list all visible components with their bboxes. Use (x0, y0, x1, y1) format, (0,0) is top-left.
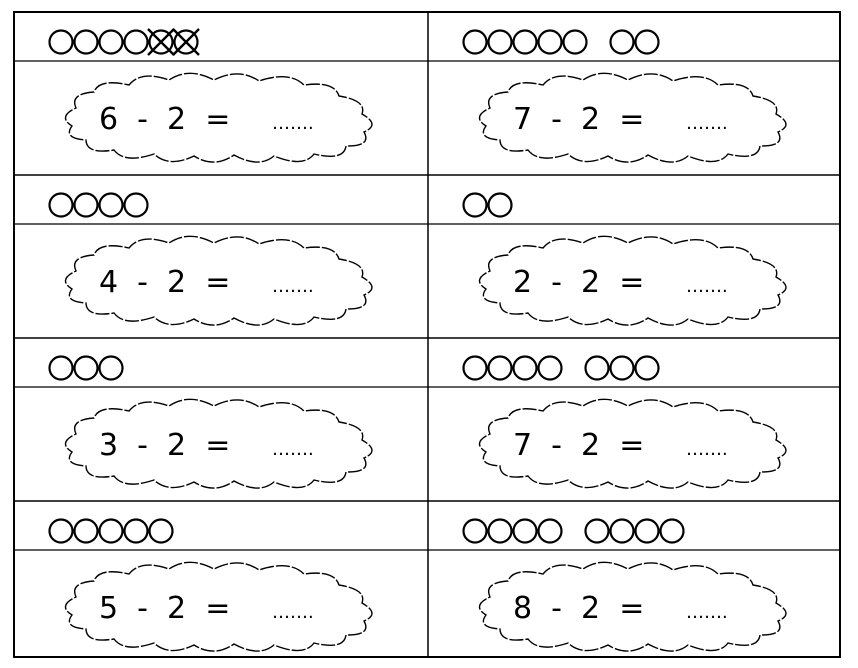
answer-blank[interactable]: ……. (272, 276, 314, 297)
equation-text: 6 - 2 = (99, 102, 230, 137)
counting-circle (98, 29, 124, 55)
outer-border (13, 11, 841, 658)
answer-blank[interactable]: ……. (686, 439, 728, 460)
counting-circle (462, 29, 488, 55)
cloud-outline (64, 398, 373, 489)
counting-circles (48, 28, 200, 56)
answer-blank[interactable]: ……. (686, 113, 728, 134)
counting-circle (148, 29, 174, 55)
cloud-outline (64, 561, 373, 652)
counting-circle (487, 192, 513, 218)
cross-mark (172, 28, 200, 56)
cloud-outline (478, 72, 787, 163)
counting-circle (462, 192, 488, 218)
counting-circle (48, 29, 74, 55)
equation-text: 2 - 2 = (513, 265, 644, 300)
counting-circle (48, 192, 74, 218)
counting-circles (462, 192, 513, 218)
counting-circle (98, 355, 124, 381)
counting-circle (148, 518, 174, 544)
counting-circles (462, 355, 660, 381)
counting-circle (537, 355, 563, 381)
cloud-outline (478, 561, 787, 652)
worksheet-cells: 6 - 2 = ……. 7 - 2 = ……. 4 - 2 = ……. 2 - 2 = …….… (48, 28, 787, 652)
counting-circle (584, 518, 610, 544)
counting-circle (609, 29, 635, 55)
counting-circle (634, 355, 660, 381)
counting-circle (48, 518, 74, 544)
equation-text: 7 - 2 = (513, 428, 644, 463)
answer-blank[interactable]: ……. (272, 113, 314, 134)
exercise-cell: 2 - 2 = ……. (462, 192, 787, 326)
cloud-outline (64, 235, 373, 326)
counting-circle (462, 355, 488, 381)
counting-circles (462, 29, 660, 55)
counting-circle (609, 355, 635, 381)
equation-text: 7 - 2 = (513, 102, 644, 137)
exercise-cell: 8 - 2 = ……. (462, 518, 787, 652)
counting-circle (173, 29, 199, 55)
counting-circle (123, 192, 149, 218)
answer-blank[interactable]: ……. (686, 276, 728, 297)
counting-circle (73, 29, 99, 55)
counting-circle (659, 518, 685, 544)
answer-blank[interactable]: ……. (686, 602, 728, 623)
counting-circle (537, 518, 563, 544)
counting-circles (48, 518, 174, 544)
counting-circle (487, 355, 513, 381)
exercise-cell: 7 - 2 = ……. (462, 355, 787, 489)
exercise-cell: 5 - 2 = ……. (48, 518, 373, 652)
cloud-outline (64, 72, 373, 163)
exercise-cell: 4 - 2 = ……. (48, 192, 373, 326)
counting-circle (512, 355, 538, 381)
counting-circles (48, 192, 149, 218)
answer-blank[interactable]: ……. (272, 602, 314, 623)
counting-circles (462, 518, 685, 544)
cloud-outline (478, 235, 787, 326)
cloud-outline (478, 398, 787, 489)
equation-text: 4 - 2 = (99, 265, 230, 300)
counting-circle (512, 29, 538, 55)
counting-circles (48, 355, 124, 381)
counting-circle (634, 518, 660, 544)
answer-blank[interactable]: ……. (272, 439, 314, 460)
counting-circle (512, 518, 538, 544)
counting-circle (73, 518, 99, 544)
counting-circle (584, 355, 610, 381)
counting-circle (487, 518, 513, 544)
counting-circle (73, 355, 99, 381)
counting-circle (537, 29, 563, 55)
counting-circle (609, 518, 635, 544)
exercise-cell: 7 - 2 = ……. (462, 29, 787, 163)
equation-text: 8 - 2 = (513, 591, 644, 626)
counting-circle (123, 29, 149, 55)
counting-circle (73, 192, 99, 218)
counting-circle (562, 29, 588, 55)
counting-circle (48, 355, 74, 381)
cross-mark (147, 28, 175, 56)
counting-circle (98, 518, 124, 544)
equation-text: 5 - 2 = (99, 591, 230, 626)
exercise-cell: 3 - 2 = ……. (48, 355, 373, 489)
counting-circle (487, 29, 513, 55)
worksheet-grid (13, 11, 841, 658)
counting-circle (123, 518, 149, 544)
counting-circle (462, 518, 488, 544)
counting-circle (634, 29, 660, 55)
counting-circle (98, 192, 124, 218)
equation-text: 3 - 2 = (99, 428, 230, 463)
exercise-cell: 6 - 2 = ……. (48, 28, 373, 163)
